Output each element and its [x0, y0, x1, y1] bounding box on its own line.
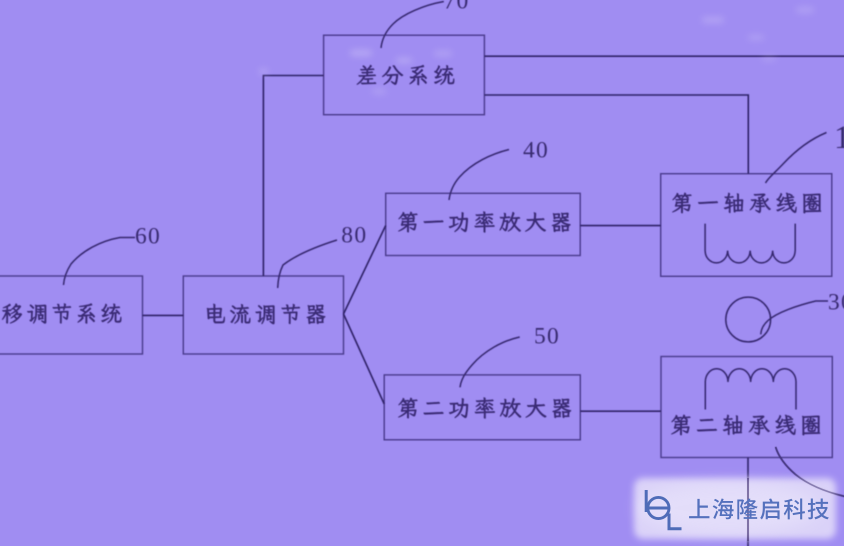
svg-text:80: 80: [341, 223, 367, 249]
svg-text:50: 50: [534, 324, 560, 350]
svg-text:1: 1: [834, 120, 844, 156]
svg-text:60: 60: [135, 224, 161, 250]
svg-text:70: 70: [444, 0, 470, 15]
svg-text:40: 40: [523, 137, 549, 163]
svg-text:30: 30: [828, 289, 844, 315]
